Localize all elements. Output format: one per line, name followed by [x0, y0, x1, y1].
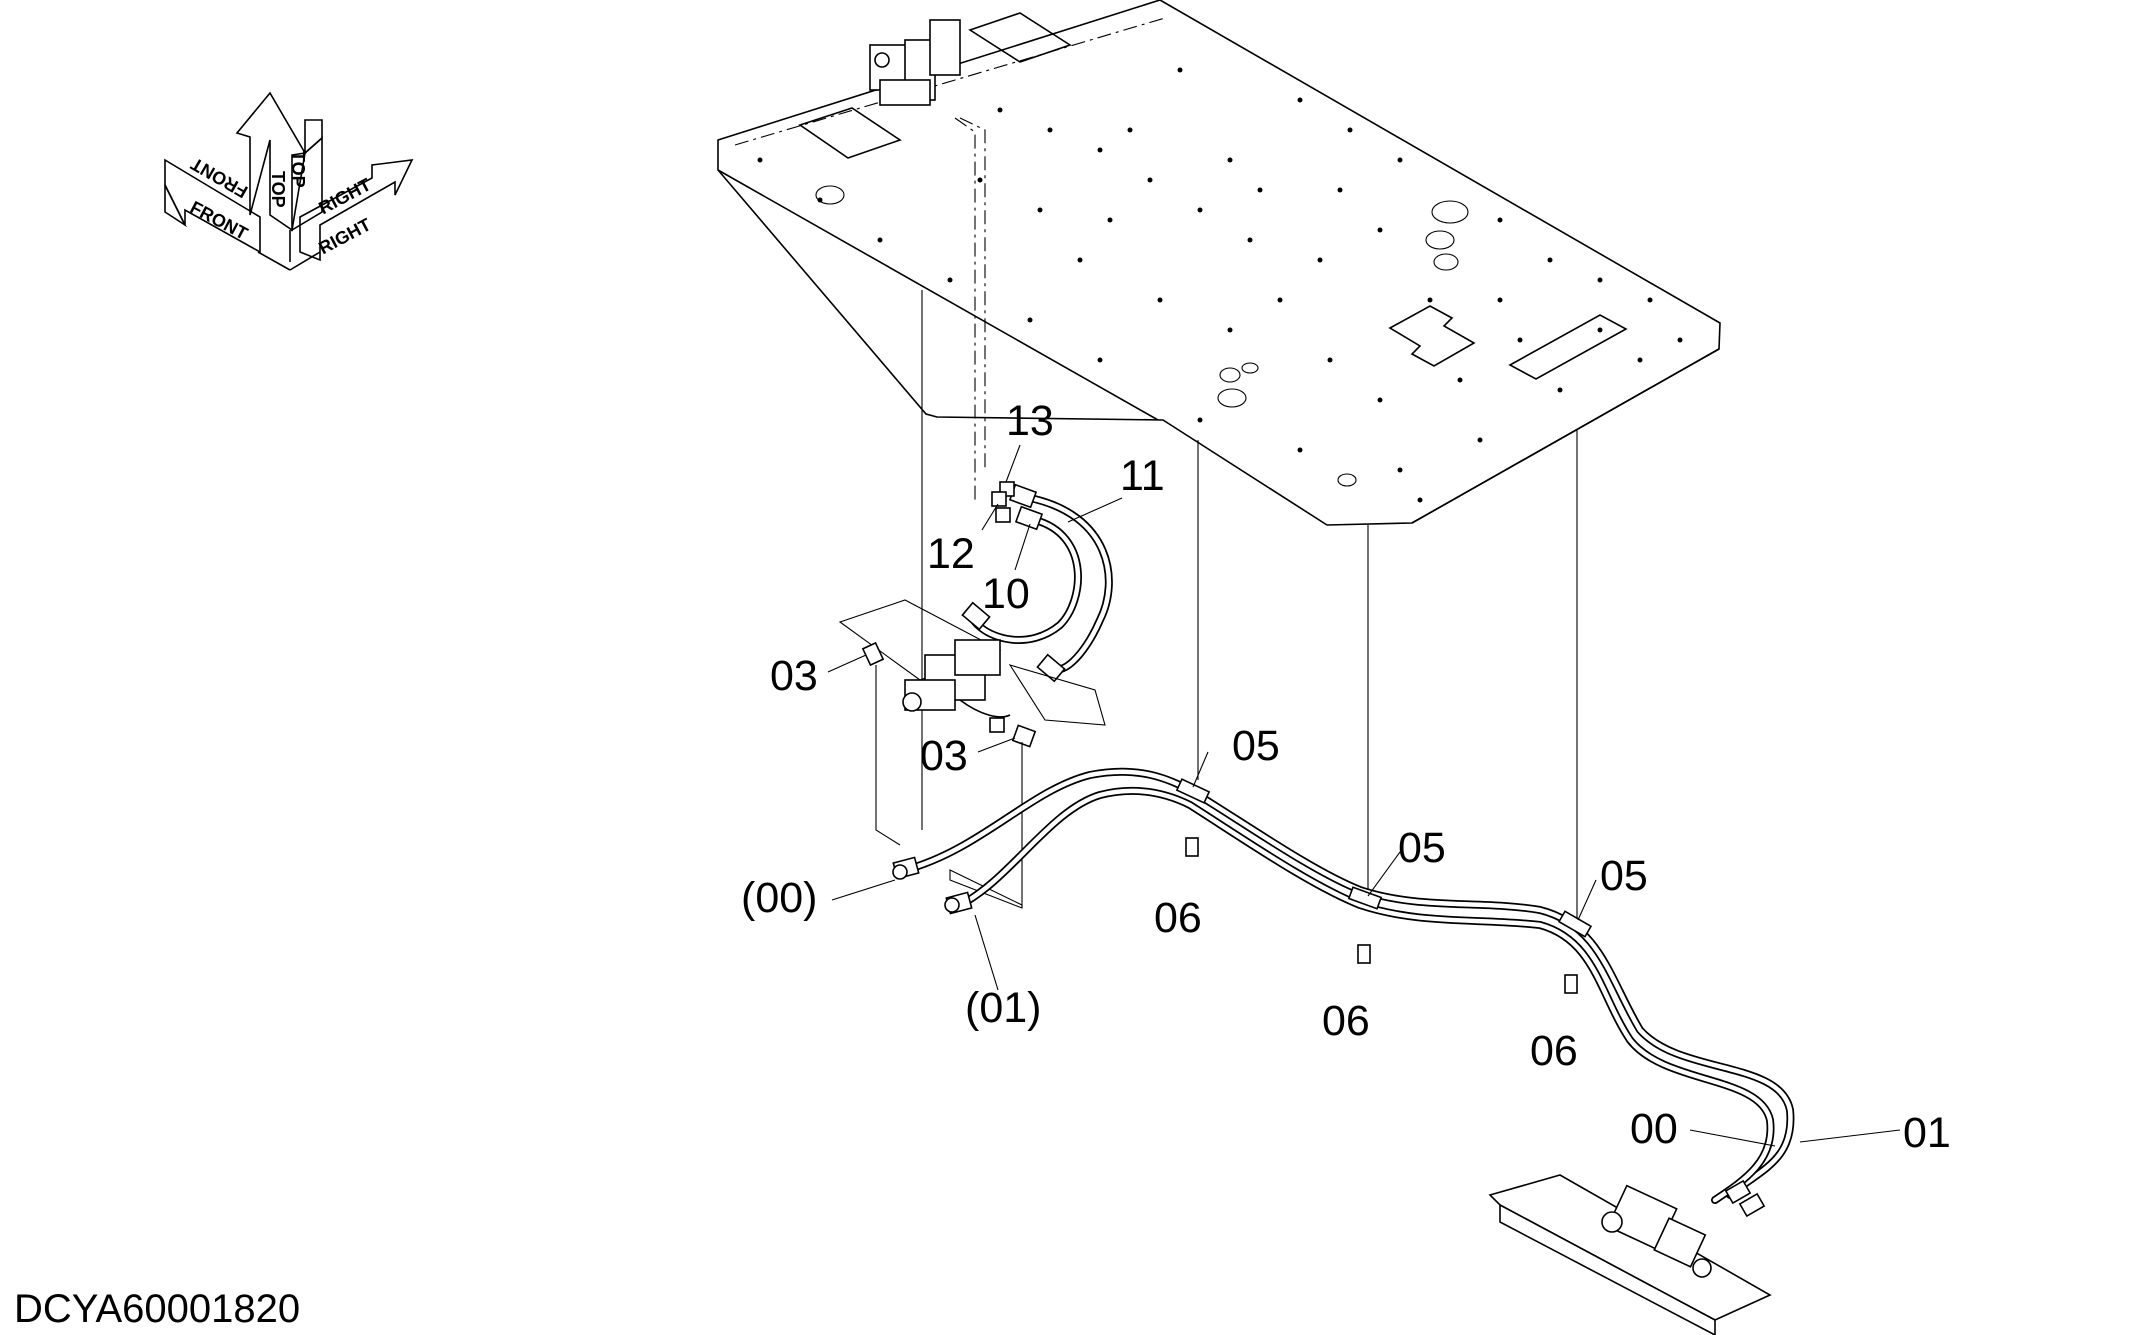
- callout-10: 10: [982, 570, 1030, 618]
- callout-05-b: 05: [1398, 824, 1446, 872]
- callout-06-c: 06: [1530, 1027, 1578, 1075]
- callouts: 13 11 12 10 03 03 05 05 05 (00) (01) 06 …: [741, 397, 1951, 1157]
- callout-06-b: 06: [1322, 997, 1370, 1045]
- orient-front-label-mirror: FRONT: [187, 154, 251, 202]
- callout-00: 00: [1630, 1105, 1678, 1153]
- upper-valve: [869, 19, 961, 106]
- orientation-symbol: FRONT FRONT TOP TOP RIGHT RIGHT: [164, 91, 414, 271]
- pilot-valve-assembly: [1488, 1174, 1772, 1335]
- control-valve: [838, 599, 1106, 748]
- callout-01-paren: (01): [965, 984, 1041, 1032]
- main-hose-pair: [892, 767, 1795, 1204]
- callout-00-paren: (00): [741, 874, 817, 922]
- callout-06-a: 06: [1154, 894, 1202, 942]
- callout-13: 13: [1006, 397, 1054, 445]
- orient-top-label: TOP: [268, 171, 288, 208]
- upper-hoses: [961, 483, 1113, 683]
- callout-11: 11: [1120, 452, 1165, 500]
- plate-holes: [757, 67, 1683, 503]
- orient-top-label-2: TOP: [288, 151, 308, 188]
- callout-12: 12: [927, 530, 975, 578]
- document-id: DCYA60001820: [14, 1287, 300, 1331]
- callout-03-upper: 03: [770, 652, 818, 700]
- floor-plate: [717, 0, 1721, 526]
- callout-03-lower: 03: [920, 732, 968, 780]
- orient-front-label: FRONT: [187, 197, 251, 244]
- bolt-06-a: [1185, 837, 1199, 857]
- fitting-12-13: [991, 481, 1015, 523]
- clamp-05-b: [1347, 886, 1383, 910]
- leader-lines: [827, 444, 1901, 1147]
- orient-right-label: RIGHT: [315, 214, 374, 258]
- clamp-05-a: [1175, 778, 1211, 804]
- callout-01: 01: [1903, 1109, 1951, 1157]
- bolt-06-b: [1357, 944, 1371, 964]
- callout-05-a: 05: [1232, 722, 1280, 770]
- bolt-06-c: [1564, 974, 1578, 994]
- callout-05-c: 05: [1600, 852, 1648, 900]
